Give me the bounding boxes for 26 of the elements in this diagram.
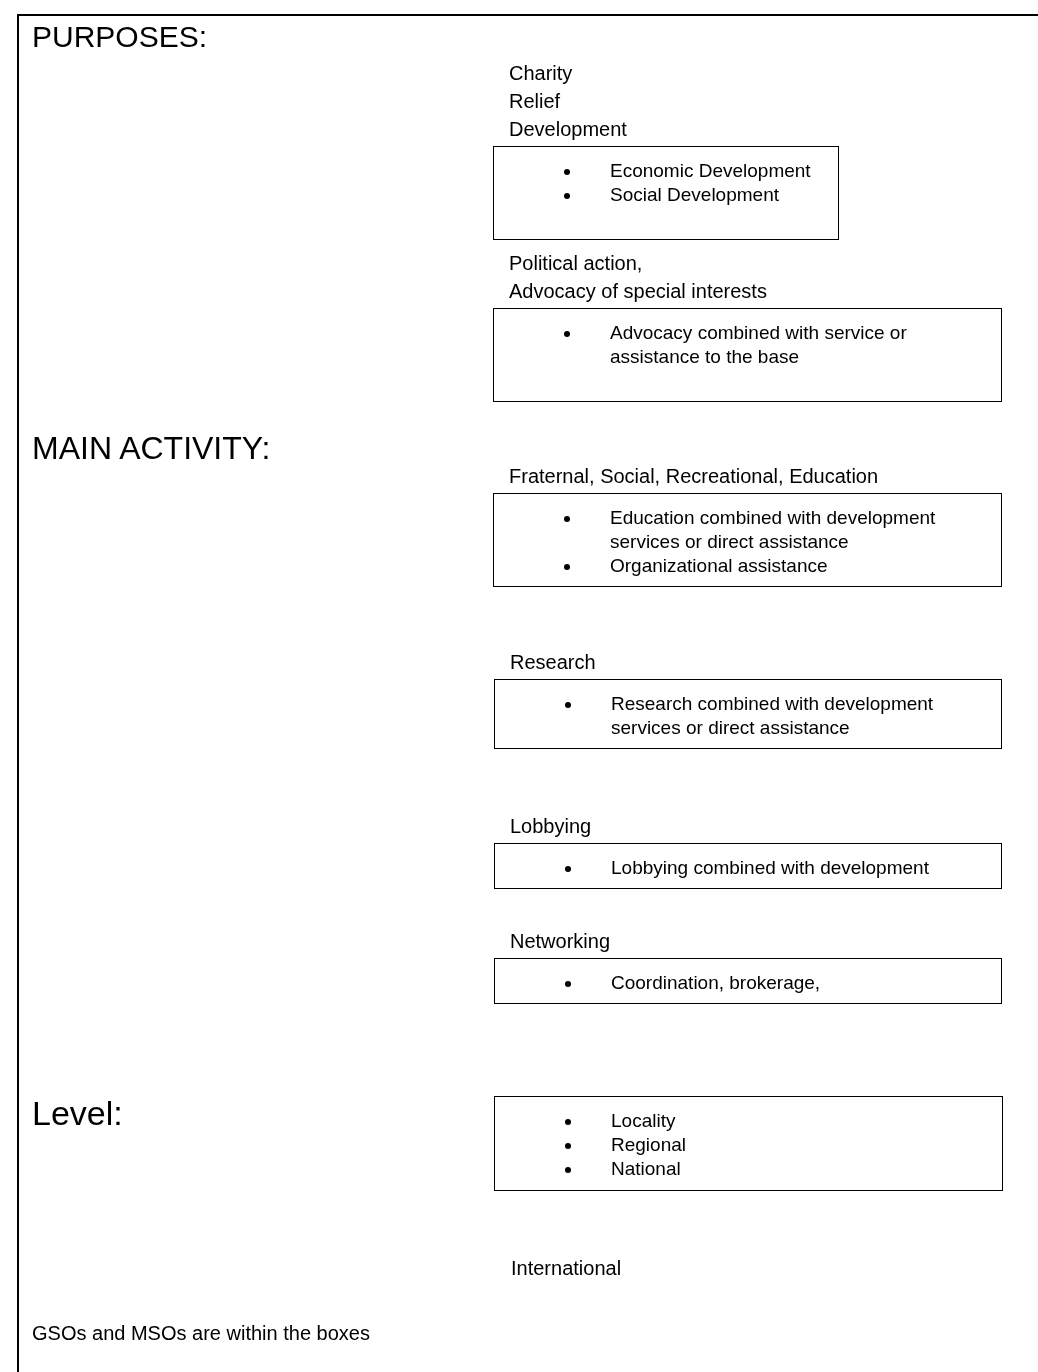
- section-heading: MAIN ACTIVITY:: [32, 430, 271, 467]
- category-heading: Relief: [509, 89, 562, 114]
- list-item: Advocacy combined with service or assistance to the base: [610, 322, 907, 367]
- category-heading: Research: [510, 650, 596, 675]
- category-heading: Charity: [509, 61, 574, 86]
- category-heading: Advocacy of special interests: [509, 279, 767, 304]
- category-heading: Fraternal, Social, Recreational, Education: [509, 464, 880, 489]
- category-heading: Lobbying: [510, 814, 592, 839]
- list-item: Locality: [611, 1110, 676, 1131]
- list-item: Regional: [611, 1134, 686, 1155]
- list-item: National: [611, 1158, 681, 1179]
- list-item: Research combined with development services or direct assistance: [611, 693, 934, 738]
- list-item: Economic Development: [610, 160, 811, 181]
- list-item: Education combined with development services or direct assistance: [610, 507, 936, 552]
- section-heading: PURPOSES:: [32, 20, 208, 54]
- section-heading: Level:: [32, 1094, 123, 1133]
- note: GSOs and MSOs are within the boxes: [32, 1322, 370, 1345]
- list-item: Coordination, brokerage,: [611, 972, 821, 993]
- level-label: International: [511, 1257, 622, 1280]
- list-item: Organizational assistance: [610, 555, 828, 576]
- bullet-list-box: [494, 1096, 1003, 1191]
- category-heading: Networking: [510, 929, 611, 954]
- category-heading: Development: [509, 117, 627, 142]
- category-heading: Political action,: [509, 251, 644, 276]
- list-item: Social Development: [610, 184, 779, 205]
- list-item: Lobbying combined with development: [611, 857, 929, 878]
